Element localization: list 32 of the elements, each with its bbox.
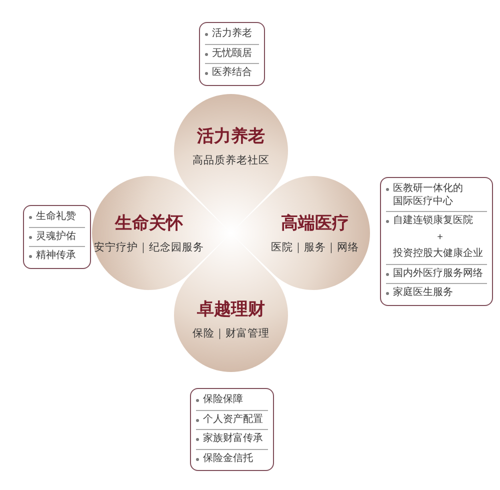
petal-shape [174, 94, 288, 176]
petal-title: 卓越理财 [197, 300, 265, 320]
list-item: 自建连锁康复医院 [393, 215, 473, 228]
list-card [380, 177, 493, 306]
list-item: 投资控股大健康企业 [393, 248, 483, 260]
petal-subtitle: 安宁疗护｜纪念园服务 [94, 242, 204, 254]
petal-shape [174, 290, 288, 372]
list-item: 精神传承 [36, 250, 76, 262]
list-item: 国内外医疗服务网络 [393, 268, 483, 280]
list-item: 个人资产配置 [203, 414, 263, 426]
petal-shape [92, 176, 231, 290]
list-card [199, 22, 265, 86]
petal-subtitle: 高品质养老社区 [192, 154, 270, 168]
list-item: 医教研一体化的国际医疗中心 [393, 183, 463, 208]
list-item: 医养结合 [212, 67, 252, 80]
petal-shape [231, 176, 370, 290]
list-item: 活力养老 [212, 28, 252, 40]
list-item: 家庭医生服务 [393, 287, 453, 300]
petal-subtitle: 医院｜服务｜网络 [271, 242, 359, 254]
list-item: 保险保障 [203, 394, 243, 406]
list-item: 灵魂护佑 [36, 230, 76, 243]
petal-title: 活力养老 [197, 126, 265, 146]
list-item: 家族财富传承 [203, 433, 263, 446]
petal-title: 生命关怀 [115, 214, 183, 234]
petal-subtitle: 保险｜财富管理 [192, 328, 270, 340]
petal-title: 高端医疗 [281, 214, 349, 234]
list-item: 无忧颐居 [212, 48, 252, 60]
list-item: 保险金信托 [203, 452, 253, 465]
list-card [23, 205, 91, 268]
list-item: + [437, 232, 443, 244]
list-item: 生命礼赞 [36, 211, 76, 224]
list-card [190, 388, 274, 471]
